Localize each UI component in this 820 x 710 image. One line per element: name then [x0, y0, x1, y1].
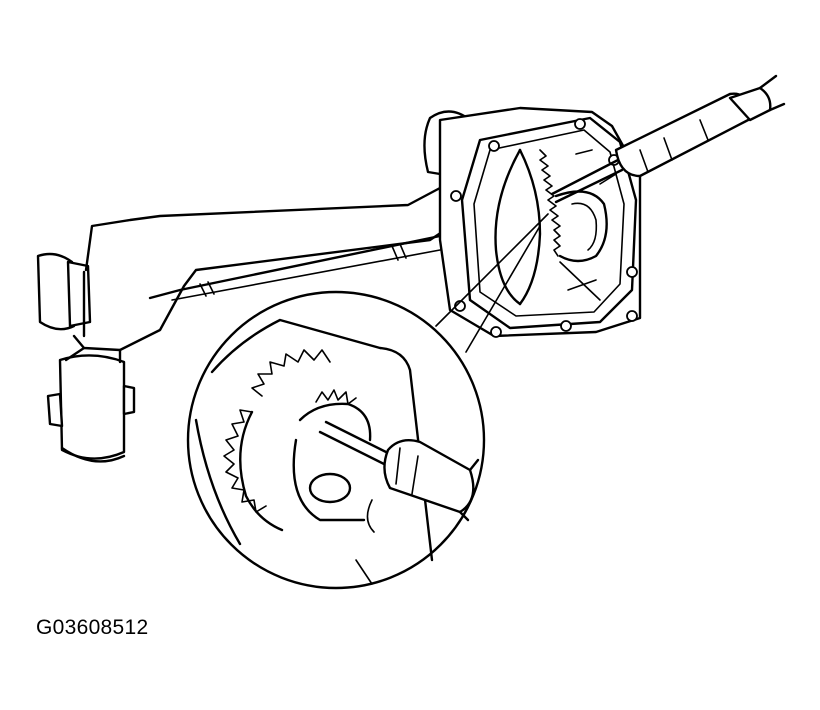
- carrier-flange: [460, 116, 638, 330]
- detail-ring-gear: [239, 410, 284, 532]
- differential-case: [554, 190, 608, 263]
- ring-gear-edge: [494, 148, 522, 306]
- ring-gear-teeth: [539, 149, 561, 257]
- screwdriver: [550, 74, 786, 204]
- detail-screwdriver-handle: [383, 439, 475, 514]
- detail-magnified-view: [186, 290, 486, 590]
- axle-mount-block: [58, 354, 126, 460]
- screwdriver-handle: [614, 92, 754, 178]
- figure-code: G03608512: [36, 616, 149, 639]
- axle-arm-brace: [148, 234, 442, 300]
- axle-housing-arm: [36, 186, 444, 463]
- screwdriver-shaft: [550, 158, 620, 196]
- detail-gear-teeth: [223, 349, 331, 513]
- differential-carrier: [423, 106, 642, 338]
- detail-screwdriver-shaft: [324, 420, 396, 458]
- flange-bolts: [450, 118, 638, 338]
- detail-callout-lines: [435, 213, 549, 353]
